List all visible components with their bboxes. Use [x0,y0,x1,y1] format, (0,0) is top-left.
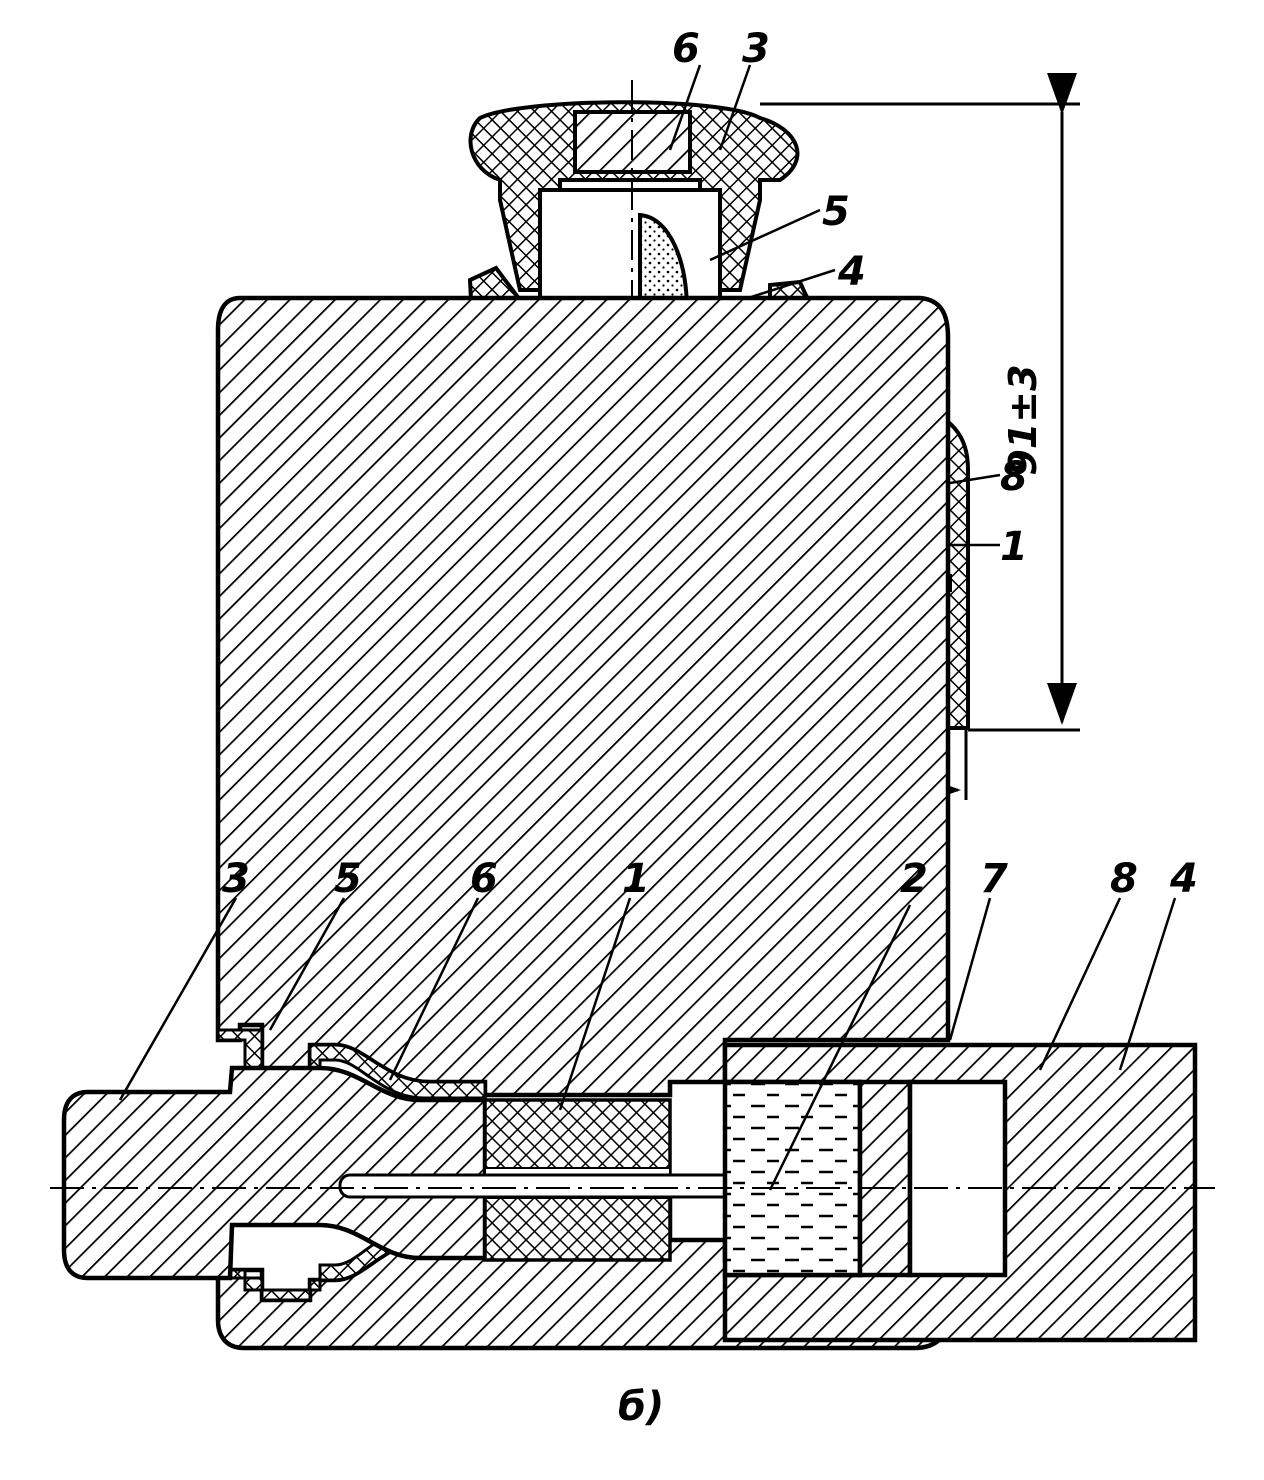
figure-b-callout-7: 7 [980,856,1008,902]
figure-b-labels: 3 5 6 1 2 7 8 4 б) [222,856,1198,1430]
figure-a-callout-4: 4 [837,249,866,295]
figure-b-leaders [118,897,1177,1191]
figure-b-callout-3: 3 [222,856,250,902]
figure-b-liquid [722,1079,863,1278]
figure-b-rod [61,1065,488,1281]
figure-a-callout-6: 6 [672,26,700,72]
figure-b-callout-8: 8 [1110,856,1138,902]
figure-b-callout-1: 1 [622,856,650,902]
figure-b-callout-2: 2 [900,856,928,902]
figure-b-needle [338,1173,742,1199]
figure-a-callout-1: 1 [1000,524,1028,570]
figure-a-callout-3: 3 [742,26,770,72]
figure-b-body-upper [215,295,951,1098]
figure-a-height-dimension: 91±3 [1001,364,1045,475]
figure-b-callout-6: 6 [470,856,498,902]
figure-b-callout-4: 4 [1169,856,1198,902]
figure-b-caption: б) [618,1384,664,1430]
figure-b-assembly [50,295,1215,1351]
figure-b-piston [857,1079,913,1278]
figure-a-callout-8: 8 [1000,454,1028,500]
figure-b-callout-5: 5 [334,856,362,902]
figure-b-chamber [907,1079,1008,1278]
figure-a-callout-5: 5 [822,189,850,235]
